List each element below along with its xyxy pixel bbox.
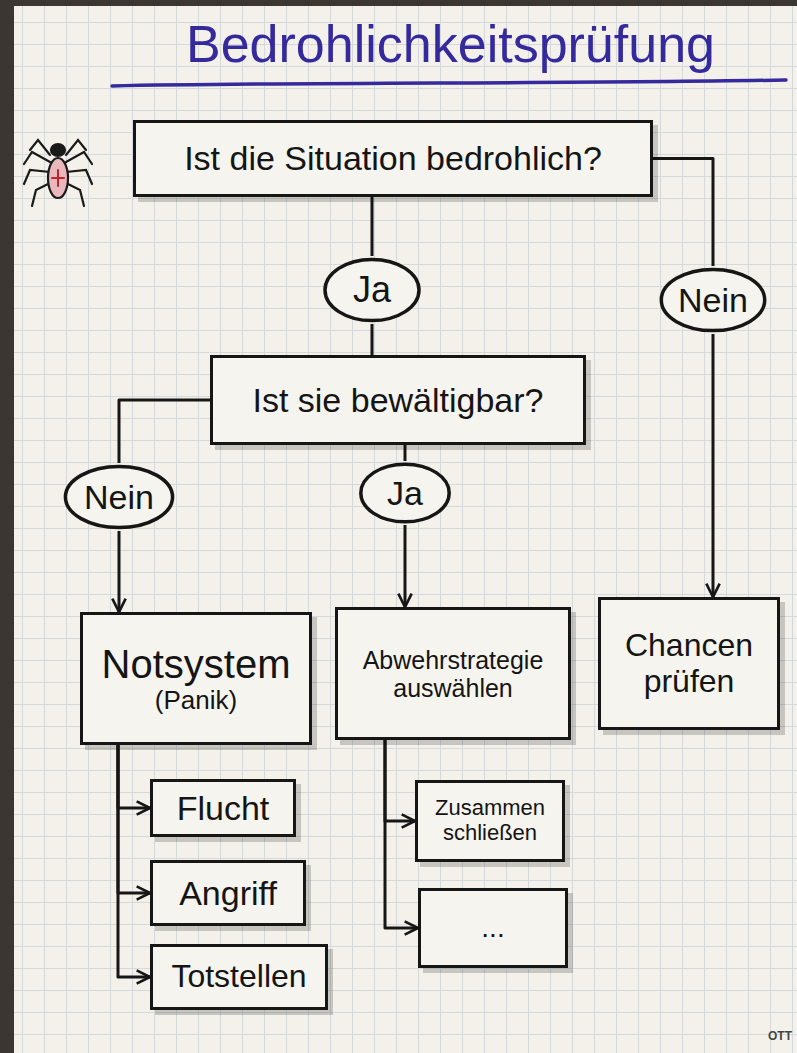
strategy-box: ...: [418, 888, 568, 968]
oval-shape: [65, 466, 172, 527]
flow-connector: [653, 159, 713, 267]
process-box: Abwehrstrategie auswählen: [335, 607, 571, 740]
node-text: (Panik): [155, 686, 237, 715]
decision-box: Ist die Situation bedrohlich?: [133, 120, 653, 197]
watermark-label: OTT: [768, 1029, 792, 1043]
flow-connector: [118, 531, 121, 612]
flow-connector: [385, 740, 415, 821]
oval-shape: [361, 464, 449, 522]
oval-shape: [325, 259, 419, 320]
answer-oval: Nein: [62, 463, 176, 531]
frame-edge: [0, 0, 14, 1053]
node-text: Abwehrstrategie auswählen: [348, 646, 558, 702]
node-text: Totstellen: [171, 959, 306, 995]
process-box: Notsystem(Panik): [80, 612, 312, 745]
flow-connector: [118, 745, 150, 808]
answer-oval: Nein: [658, 266, 768, 334]
frame-edge: [0, 0, 797, 6]
flow-connector: [119, 400, 210, 463]
answer-oval: Ja: [358, 461, 452, 525]
flow-connector: [118, 745, 150, 977]
answer-oval: Ja: [322, 256, 422, 324]
node-text: Ja: [387, 474, 423, 512]
diagram-title: Bedrohlichkeitsprüfung: [186, 14, 715, 74]
node-text: Nein: [678, 281, 748, 319]
oval-shape: [661, 269, 764, 330]
flow-connector: [371, 197, 374, 256]
node-text: Nein: [84, 478, 154, 516]
reaction-box: Flucht: [150, 779, 296, 837]
reaction-box: Angriff: [150, 860, 306, 926]
flow-connector: [404, 525, 407, 607]
node-text: Angriff: [179, 874, 277, 912]
decision-box: Ist sie bewältigbar?: [210, 355, 586, 445]
node-text: Ist die Situation bedrohlich?: [184, 139, 602, 177]
flow-connector: [118, 745, 150, 893]
flow-connector: [404, 445, 407, 461]
title-underline: [112, 80, 786, 86]
node-text: Flucht: [177, 789, 270, 827]
process-box: Chancen prüfen: [598, 597, 780, 730]
strategy-box: Zusammen schließen: [415, 780, 565, 862]
node-text: Chancen prüfen: [611, 628, 767, 700]
node-text: Ist sie bewältigbar?: [252, 381, 543, 419]
flow-connector: [385, 740, 418, 928]
flow-connector: [371, 324, 374, 355]
node-text: Ja: [353, 270, 391, 310]
flow-connector: [712, 334, 715, 597]
node-text: ...: [481, 912, 504, 943]
spider-icon: [24, 140, 92, 206]
node-text: Notsystem: [102, 642, 291, 687]
node-text: Zusammen schließen: [428, 796, 552, 845]
reaction-box: Totstellen: [150, 944, 328, 1010]
